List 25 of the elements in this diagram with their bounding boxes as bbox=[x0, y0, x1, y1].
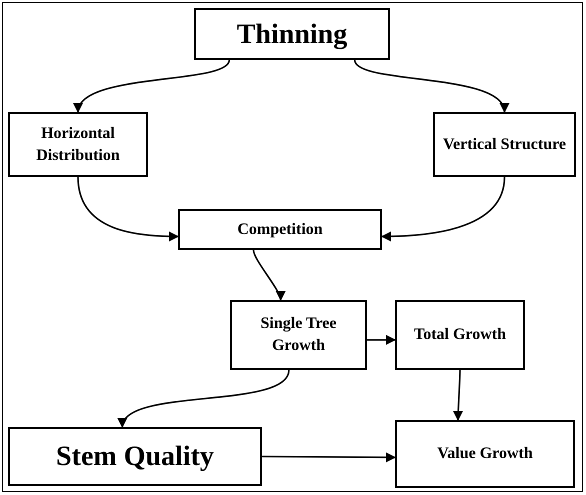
process-box bbox=[194, 8, 390, 60]
process-box bbox=[433, 112, 576, 177]
box-label: Stem Quality bbox=[56, 440, 214, 474]
arrow bbox=[252, 250, 284, 301]
process-box bbox=[395, 420, 575, 488]
arrow bbox=[453, 370, 464, 421]
box-label: Horizontal Distribution bbox=[35, 124, 121, 166]
arrow bbox=[354, 60, 506, 113]
arrow bbox=[76, 60, 230, 113]
box-label: Total Growth bbox=[414, 325, 506, 345]
arrow bbox=[381, 176, 506, 242]
process-box bbox=[8, 427, 262, 486]
arrow bbox=[120, 370, 290, 428]
arrow bbox=[262, 452, 396, 462]
process-box bbox=[230, 300, 367, 370]
process-box bbox=[395, 300, 525, 370]
process-box bbox=[8, 112, 148, 177]
arrow bbox=[77, 176, 179, 242]
box-label: Thinning bbox=[236, 18, 348, 52]
box-label: Value Growth bbox=[437, 444, 533, 464]
process-box bbox=[178, 209, 382, 250]
arrow bbox=[367, 334, 396, 345]
box-label: Vertical Structure bbox=[442, 134, 566, 154]
box-label: Competition bbox=[237, 220, 323, 240]
box-label: Single Tree Growth bbox=[260, 314, 338, 356]
